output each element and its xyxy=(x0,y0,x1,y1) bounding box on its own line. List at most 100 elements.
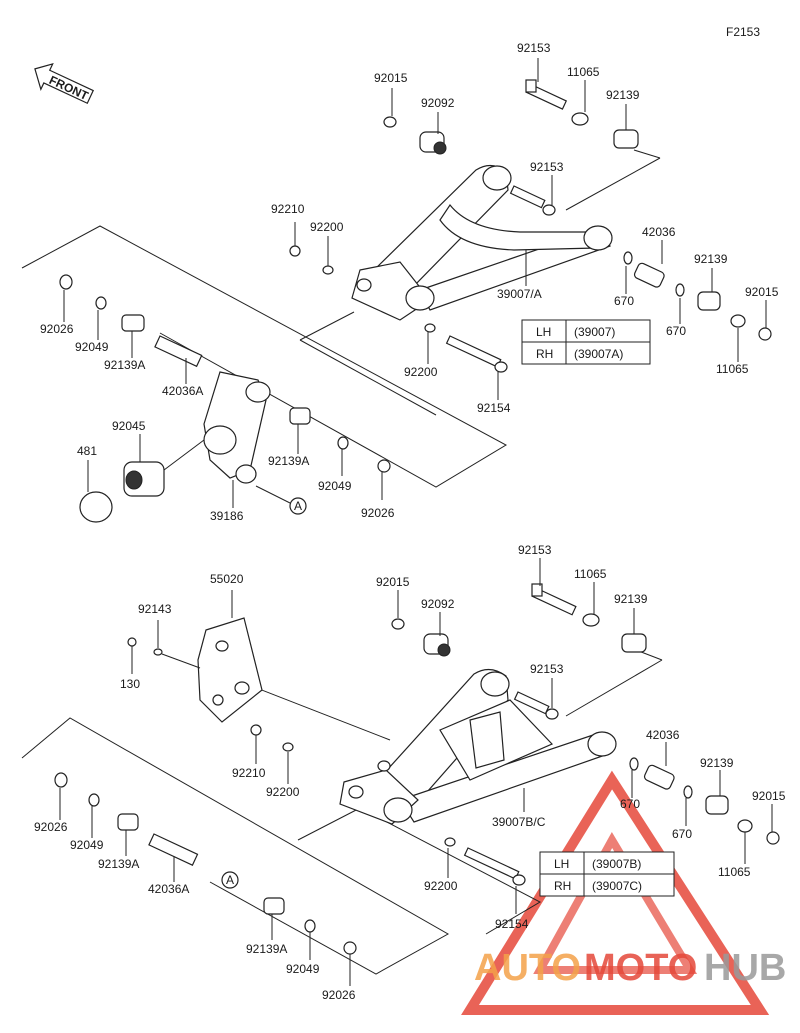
label-39007-a: 39007/A xyxy=(497,287,542,301)
collar-92139A-lower xyxy=(117,813,139,831)
lower-table-part-0: (39007B) xyxy=(592,857,641,871)
label-670: 670 xyxy=(614,294,634,308)
label-92092-lower: 92092 xyxy=(421,597,455,611)
watermark-auto: AUTO xyxy=(474,947,581,989)
upper-guide-line-4 xyxy=(633,149,661,159)
knuckle-39186 xyxy=(203,371,271,484)
oring-92049-lower xyxy=(88,793,100,807)
label-92139A-b: 92139A xyxy=(268,454,309,468)
washer-11065-upper-b xyxy=(730,314,746,328)
label-92154: 92154 xyxy=(477,401,511,415)
oring-92049-lower-b xyxy=(304,919,316,933)
label-92015-lower: 92015 xyxy=(376,575,410,589)
callout-a-circle-lower xyxy=(221,871,239,889)
washer-92200-upper-b xyxy=(424,323,436,333)
bolt-92153-upper xyxy=(525,79,568,110)
upper-a-arm xyxy=(351,164,613,321)
label-92049-b: 92049 xyxy=(318,479,352,493)
label-92139-lower-b: 92139 xyxy=(700,756,734,770)
nut-92210-lower xyxy=(250,724,262,736)
label-92200-lower-b: 92200 xyxy=(424,879,458,893)
lower-model-table: LH (39007B) RH (39007C) xyxy=(539,851,675,897)
label-92143: 92143 xyxy=(138,602,172,616)
nut-92015-upper-b xyxy=(758,327,772,341)
collar-92139-upper-b xyxy=(697,291,721,311)
label-92049-lower: 92049 xyxy=(70,838,104,852)
oring-92049-upper xyxy=(95,296,107,310)
lower-table-part-1: (39007C) xyxy=(592,879,642,893)
label-11065-b: 11065 xyxy=(716,362,749,376)
label-92026: 92026 xyxy=(40,322,74,336)
seal-92026-lower-b xyxy=(343,941,357,955)
lower-table-side-1: RH xyxy=(554,879,571,893)
upper-leader-lines xyxy=(63,58,767,508)
label-55020: 55020 xyxy=(210,572,244,586)
label-92049-lower-b: 92049 xyxy=(286,962,320,976)
upper-guide-line xyxy=(299,311,355,341)
sleeve-42036-lower xyxy=(643,764,675,790)
oring-670-upper-b xyxy=(675,283,685,297)
lower-guide-line xyxy=(565,659,663,717)
upper-table-part-0: (39007) xyxy=(574,325,615,339)
seal-92026-lower xyxy=(54,772,68,788)
front-arrow-icon: FRONT xyxy=(34,62,95,105)
label-92015: 92015 xyxy=(374,71,408,85)
bushing-92092-lower xyxy=(423,633,451,657)
washer-11065-lower-b xyxy=(737,819,753,833)
collar-92139-upper xyxy=(613,129,639,149)
label-92139A-lower: 92139A xyxy=(98,857,139,871)
label-92139A: 92139A xyxy=(104,358,145,372)
label-92210-lower: 92210 xyxy=(232,766,266,780)
callout-a-circle-upper xyxy=(289,497,307,515)
bolt-92154-lower xyxy=(463,847,526,886)
label-670-b: 670 xyxy=(666,324,686,338)
bearing-92045 xyxy=(123,461,165,497)
upper-guide-line-3 xyxy=(565,157,661,211)
label-670-lower: 670 xyxy=(620,797,640,811)
washer-92200-lower xyxy=(282,742,294,752)
bolt-92154-upper xyxy=(445,335,508,373)
label-670-lower-b: 670 xyxy=(672,827,692,841)
label-92139: 92139 xyxy=(606,88,640,102)
label-92026-b: 92026 xyxy=(361,506,395,520)
label-92200: 92200 xyxy=(310,220,344,234)
oring-670-lower xyxy=(629,757,639,771)
shaft-42036A-upper xyxy=(154,335,203,368)
label-42036-lower: 42036 xyxy=(646,728,680,742)
label-92154-lower: 92154 xyxy=(495,917,529,931)
seal-92026-upper-b xyxy=(377,459,391,473)
automotohub-logo: AUTO MOTO HUB xyxy=(461,770,786,1015)
label-42036A: 42036A xyxy=(162,384,203,398)
upper-table-side-1: RH xyxy=(536,347,553,361)
label-130: 130 xyxy=(120,677,140,691)
figure-code: F2153 xyxy=(726,25,760,39)
lower-a-arm xyxy=(339,668,617,825)
seal-92026-upper xyxy=(59,274,73,290)
lower-guide-box-right xyxy=(297,807,542,935)
label-92153-lower-b: 92153 xyxy=(530,662,564,676)
label-42036A-lower: 42036A xyxy=(148,882,189,896)
shaft-42036A-lower xyxy=(148,833,199,866)
watermark-hub: HUB xyxy=(704,947,786,989)
label-92153-b: 92153 xyxy=(530,160,564,174)
label-39007BC: 39007B/C xyxy=(492,815,546,829)
upper-table-part-1: (39007A) xyxy=(574,347,623,361)
lower-table-side-0: LH xyxy=(554,857,569,871)
callout-a-lower: A xyxy=(226,873,234,887)
lower-leader-lines xyxy=(59,558,773,986)
nut-92015-upper xyxy=(383,116,397,128)
label-92139-lower: 92139 xyxy=(614,592,648,606)
label-11065-lower: 11065 xyxy=(574,567,607,581)
upper-guide-line-2 xyxy=(299,339,437,416)
collar-92139-lower-b xyxy=(705,795,729,815)
watermark-moto: MOTO xyxy=(584,947,697,989)
label-92153: 92153 xyxy=(517,41,551,55)
label-92092: 92092 xyxy=(421,96,455,110)
oring-92049-upper-b xyxy=(337,436,349,450)
bolt-130 xyxy=(127,637,137,647)
label-92015-b: 92015 xyxy=(745,285,779,299)
bushing-92092-upper xyxy=(419,131,447,155)
label-481: 481 xyxy=(77,444,97,458)
bolt-92153-lower xyxy=(531,583,577,616)
